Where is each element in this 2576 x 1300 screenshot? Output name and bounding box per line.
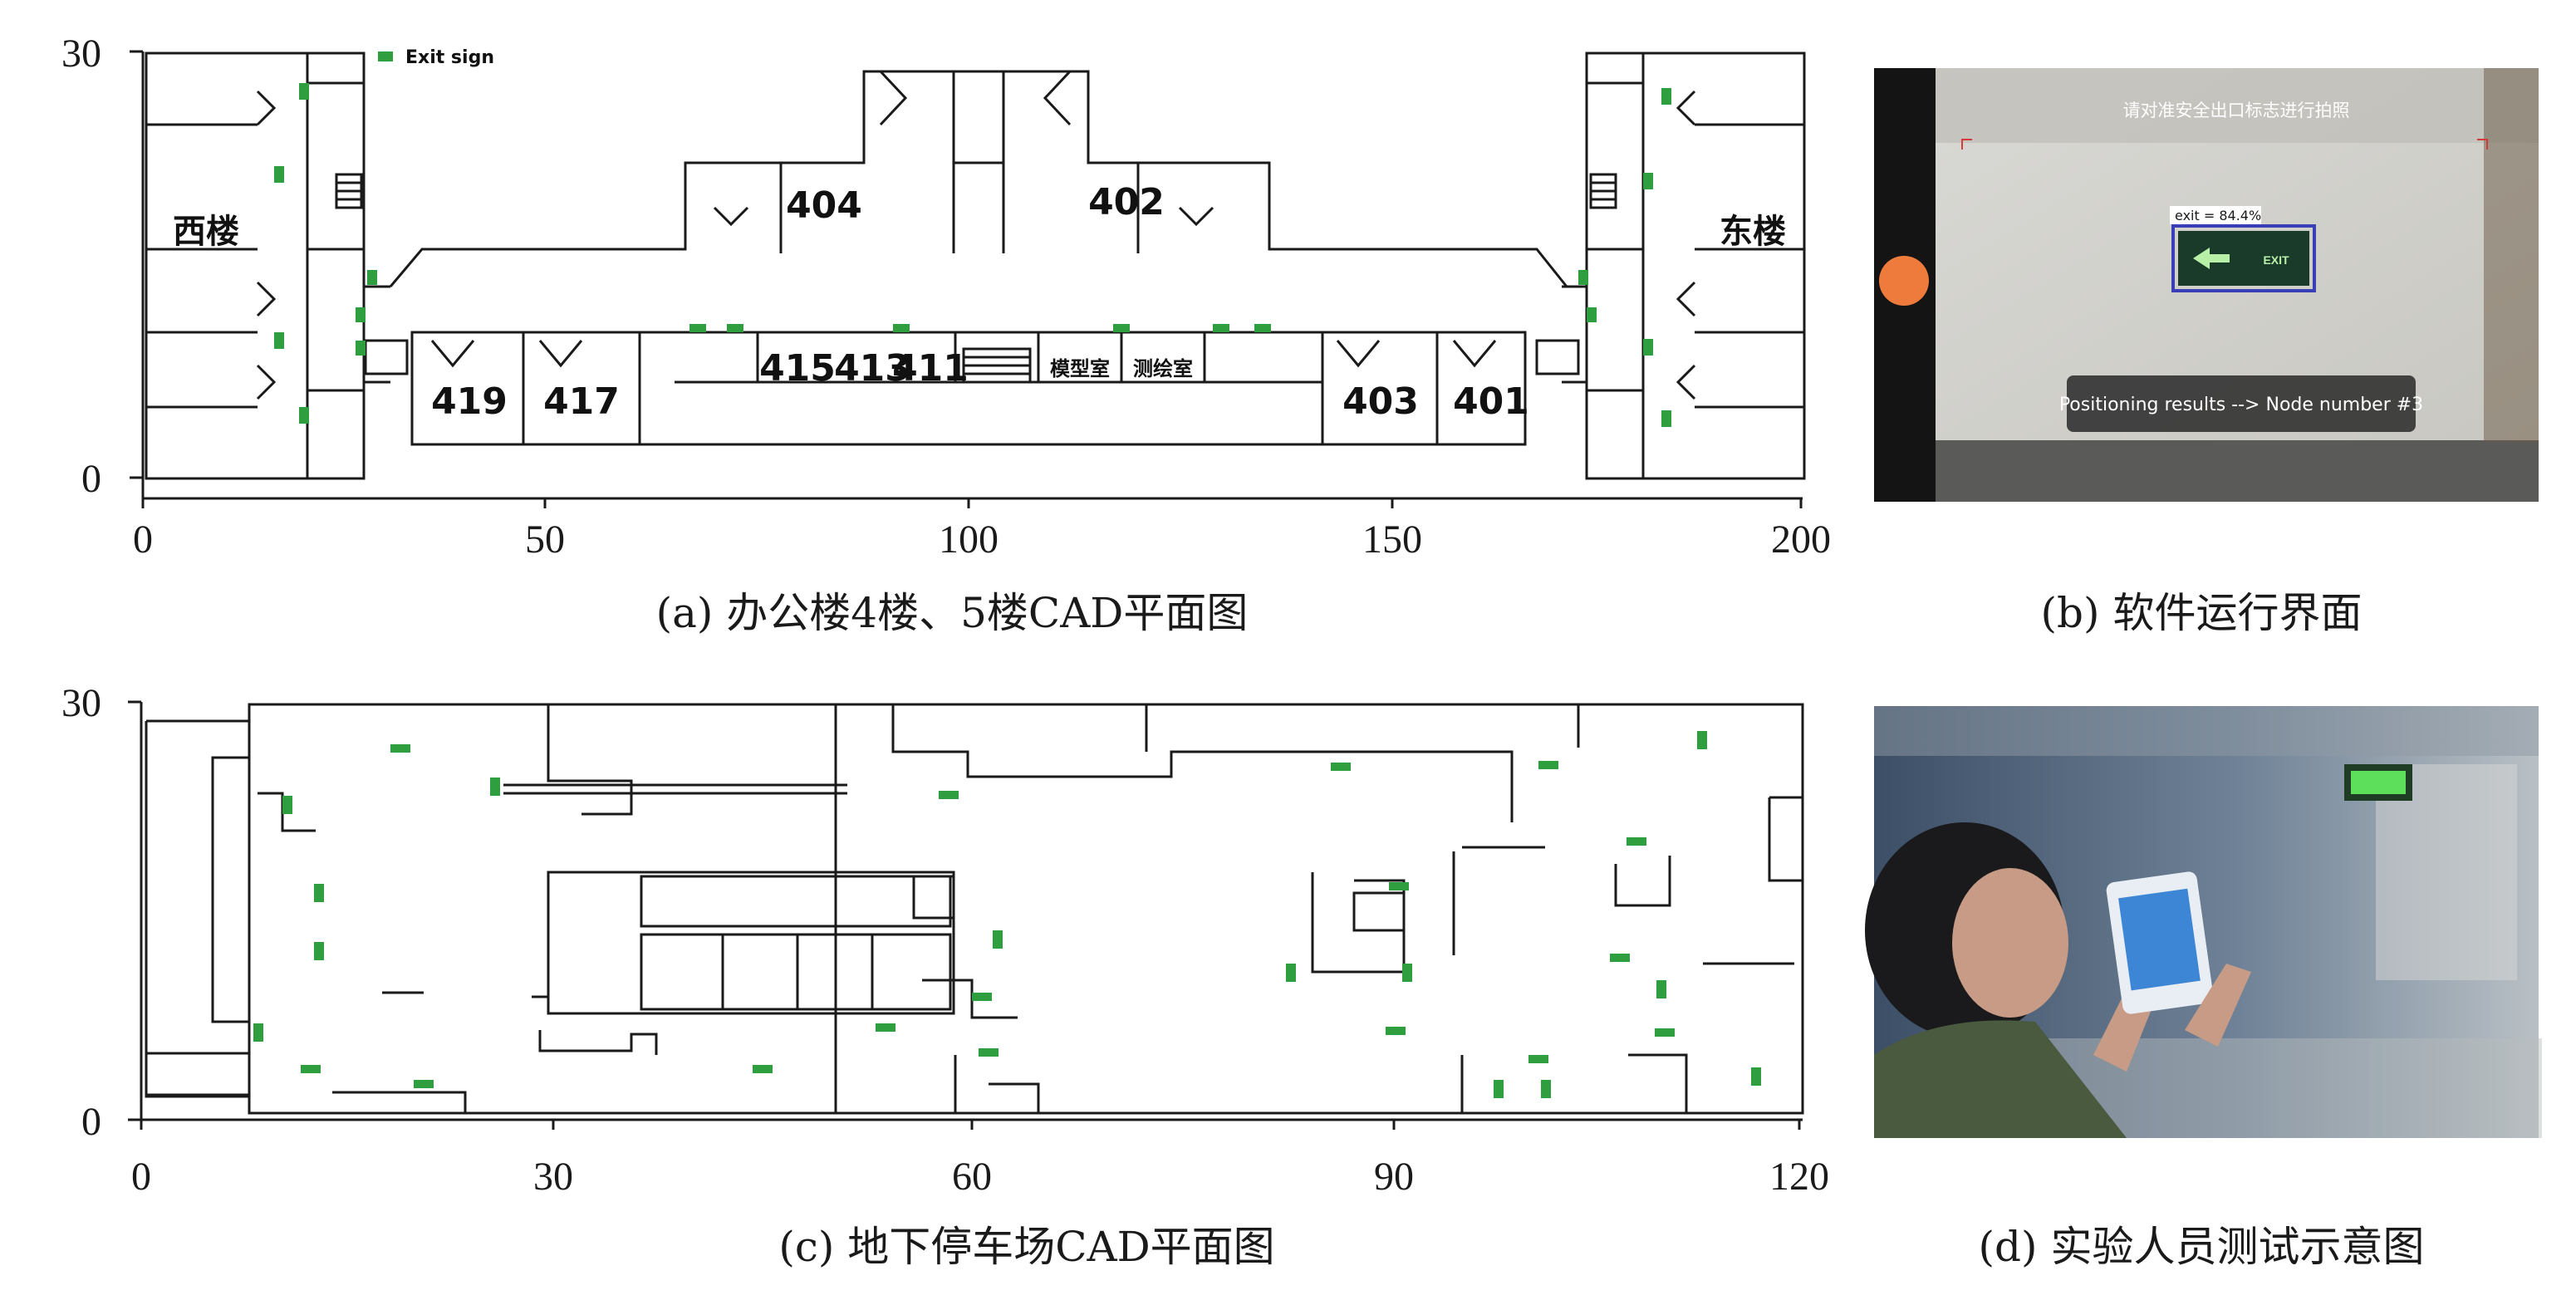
panel-a-y-tick-30: 30 (61, 32, 101, 76)
room-402: 402 (1088, 181, 1165, 223)
shutter-button[interactable] (1879, 256, 1929, 306)
panel-c-y-tick-30: 30 (61, 681, 101, 725)
tablet-screen (2118, 888, 2201, 991)
room-survey: 测绘室 (1133, 357, 1193, 380)
panel-c-y-tick-0: 0 (81, 1100, 101, 1144)
room-403: 403 (1342, 380, 1419, 423)
exit-signs-parking (253, 731, 1761, 1098)
panel-a-x-tick-100: 100 (939, 518, 999, 562)
exit-arrow-icon (2193, 248, 2230, 269)
panel-a-x-tick-200: 200 (1771, 518, 1831, 562)
panel-c-x-tick-0: 0 (131, 1155, 151, 1199)
panel-b-caption: (b) 软件运行界面 (2041, 589, 2363, 637)
room-419: 419 (431, 380, 508, 423)
room-417: 417 (543, 380, 620, 423)
room-model: 模型室 (1050, 357, 1110, 380)
room-413: 413 (834, 347, 910, 390)
panel-c-caption: (c) 地下停车场CAD平面图 (778, 1223, 1274, 1271)
legend-exit-sign-marker (378, 52, 393, 61)
instruction-text: 请对准安全出口标志进行拍照 (2123, 101, 2350, 120)
exit-signs-floor-plan (274, 83, 1671, 427)
panel-c-x-tick-60: 60 (952, 1155, 992, 1199)
result-banner (2067, 375, 2416, 432)
panel-b: 请对准安全出口标志进行拍照 EXIT exit = 84.4% Position… (1874, 68, 2539, 637)
panel-a-x-tick-0: 0 (133, 518, 153, 562)
room-401: 401 (1453, 380, 1529, 423)
room-404: 404 (786, 184, 862, 227)
panel-a-x-tick-150: 150 (1362, 518, 1422, 562)
detection-box (2171, 224, 2316, 292)
viewfinder-frame (1961, 139, 2488, 150)
floor-plan-walls (145, 52, 1806, 480)
room-415: 415 (759, 347, 836, 390)
positioning-result-text: Positioning results --> Node number #3 (2059, 395, 2423, 415)
exit-sign-text: EXIT (2263, 253, 2289, 267)
panel-c-x-tick-120: 120 (1769, 1155, 1829, 1199)
legend-exit-sign-label: Exit sign (405, 47, 494, 68)
east-building-label: 东楼 (1720, 213, 1786, 251)
panel-a-caption: (a) 办公楼4楼、5楼CAD平面图 (656, 589, 1249, 637)
person-body (1874, 1020, 2127, 1138)
panel-a-axes (130, 50, 1803, 508)
panel-d: (d) 实验人员测试示意图 (1865, 706, 2542, 1271)
panel-c: 30 0 0 30 60 90 120 (61, 681, 1829, 1271)
panel-a: 30 0 0 50 100 150 200 Exit sign (61, 32, 1831, 637)
panel-c-axes (128, 700, 1803, 1130)
west-building-label: 西楼 (173, 213, 239, 251)
panel-c-x-tick-30: 30 (533, 1155, 573, 1199)
panel-a-y-tick-0: 0 (81, 457, 101, 501)
person-face (1952, 868, 2068, 1018)
room-411: 411 (892, 347, 969, 390)
panel-a-x-tick-50: 50 (525, 518, 565, 562)
panel-c-x-tick-90: 90 (1374, 1155, 1414, 1199)
detection-label: exit = 84.4% (2175, 208, 2261, 223)
parking-walls (145, 703, 1804, 1115)
panel-d-caption: (d) 实验人员测试示意图 (1979, 1223, 2425, 1271)
